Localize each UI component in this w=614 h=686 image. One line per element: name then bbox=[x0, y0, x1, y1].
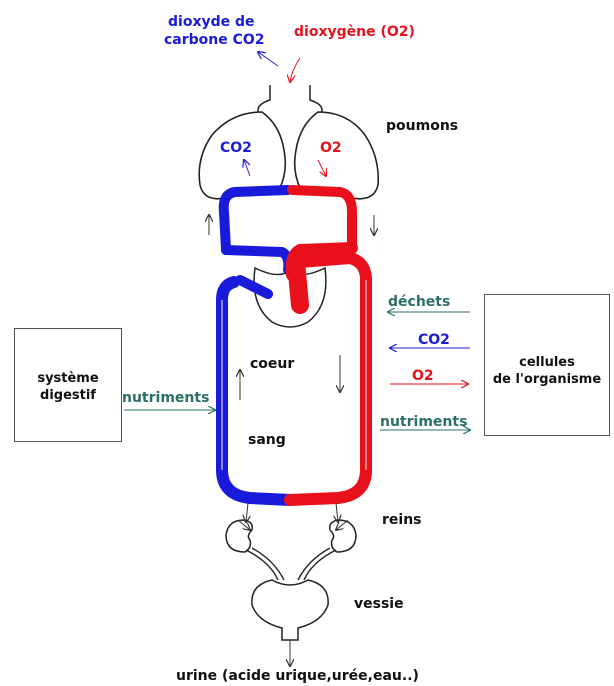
lung-co2-label: CO2 bbox=[220, 140, 252, 156]
trachea bbox=[258, 85, 322, 112]
kidneys bbox=[226, 520, 356, 552]
heart-label: coeur bbox=[250, 356, 294, 372]
oxygenated-vessels bbox=[290, 190, 366, 500]
urine-label: urine (acide urique,urée,eau..) bbox=[176, 668, 419, 684]
deoxygenated-vessels bbox=[222, 190, 290, 500]
co2-out-label-2: carbone CO2 bbox=[164, 32, 265, 48]
nutrients-in-label: nutriments bbox=[122, 390, 209, 406]
nutrients-out-label: nutriments bbox=[380, 414, 467, 430]
cells-label-2: de l'organisme bbox=[484, 371, 610, 388]
digestive-system-label-1: système bbox=[14, 370, 122, 387]
cells-label-1: cellules bbox=[484, 354, 610, 371]
lungs-label: poumons bbox=[386, 118, 458, 134]
bladder-label: vessie bbox=[354, 596, 404, 612]
co2-out-label-1: dioxyde de bbox=[168, 14, 255, 30]
o2-in-label: dioxygène (O2) bbox=[294, 24, 415, 40]
lung-o2-label: O2 bbox=[320, 140, 342, 156]
waste-label: déchets bbox=[388, 294, 450, 310]
ureters bbox=[246, 548, 336, 580]
bladder bbox=[252, 580, 328, 640]
cells-o2-label: O2 bbox=[412, 368, 434, 384]
blood-label: sang bbox=[248, 432, 286, 448]
cells-co2-label: CO2 bbox=[418, 332, 450, 348]
kidneys-label: reins bbox=[382, 512, 422, 528]
digestive-system-label-2: digestif bbox=[14, 387, 122, 404]
